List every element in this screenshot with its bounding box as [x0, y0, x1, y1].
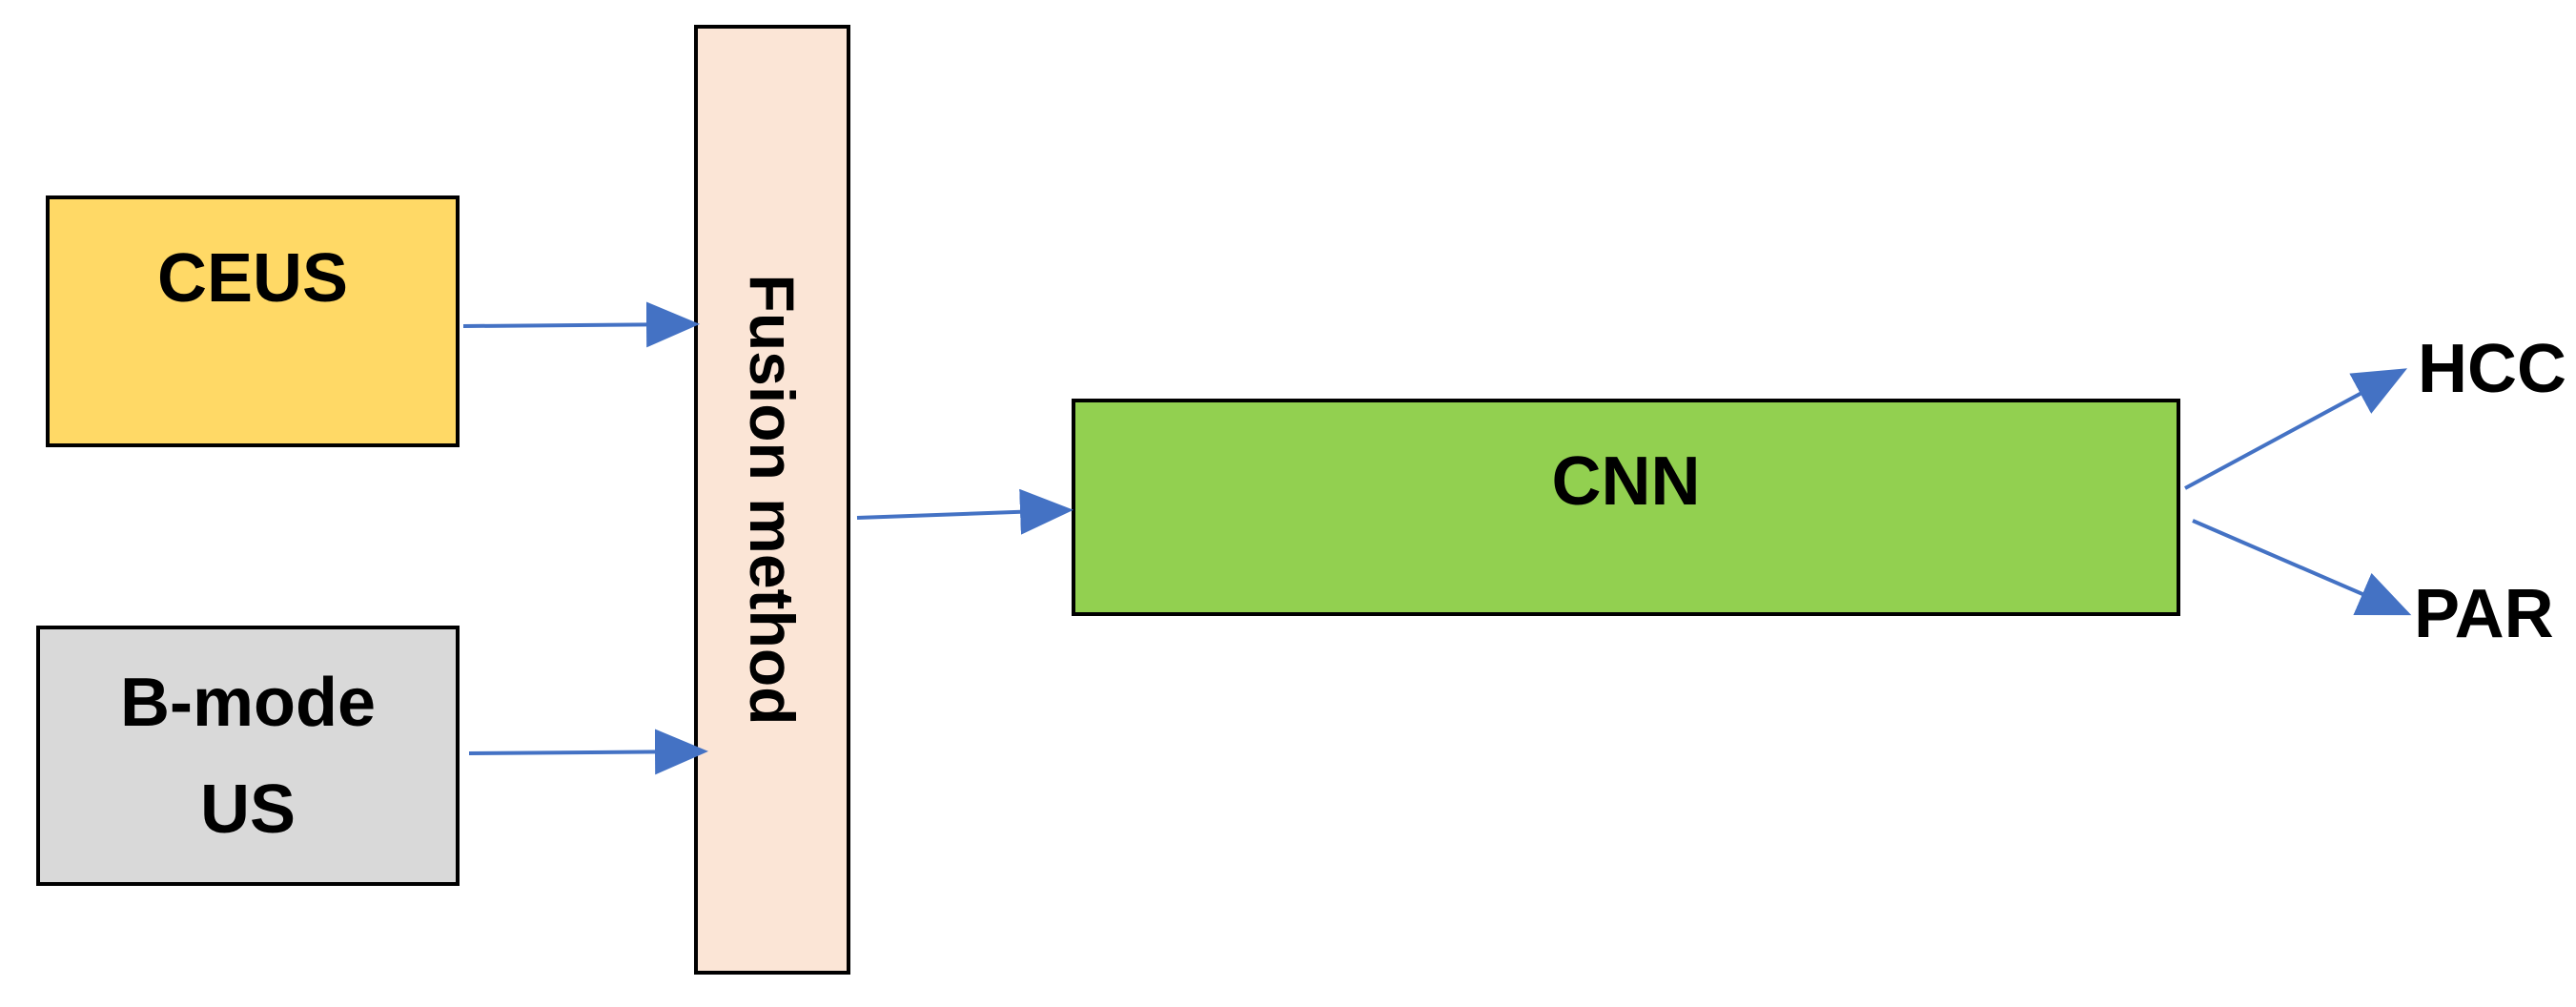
fusion-method-box: Fusion method — [694, 25, 850, 975]
cnn-box: CNN — [1072, 399, 2180, 616]
arrow-cnn-to-par — [2192, 519, 2412, 616]
arrow-ceus-to-fusion — [462, 301, 700, 348]
arrow-bmode-to-fusion — [468, 729, 708, 775]
arrow-fusion-to-cnn — [856, 488, 1073, 535]
ceus-label: CEUS — [156, 240, 349, 317]
ceus-box: CEUS — [46, 195, 460, 447]
cnn-label: CNN — [1551, 443, 1701, 520]
par-output-label: PAR — [2414, 576, 2554, 652]
hcc-output-label: HCC — [2418, 331, 2566, 407]
bmode-label-line1: B-mode — [120, 664, 376, 741]
bmode-us-box: B-mode US — [36, 626, 460, 886]
arrow-cnn-to-hcc — [2184, 368, 2408, 490]
bmode-label-line2: US — [199, 771, 296, 848]
bmode-us-label: B-mode US — [120, 649, 376, 863]
